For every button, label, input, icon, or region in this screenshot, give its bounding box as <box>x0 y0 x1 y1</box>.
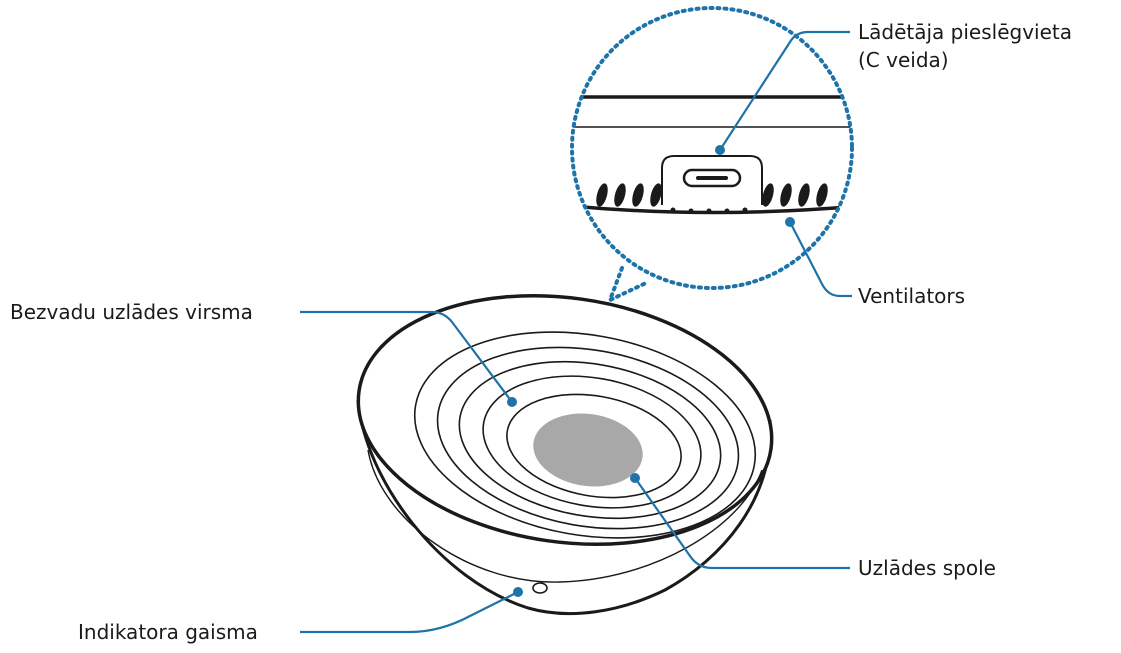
zoom-tail <box>606 266 650 304</box>
charging-ring-1 <box>413 331 757 539</box>
fan-vents-left <box>596 183 662 207</box>
callout-dots <box>507 145 795 597</box>
charging-coil <box>533 413 643 487</box>
callouts <box>300 30 852 634</box>
callout-line-charging-coil <box>634 477 850 570</box>
callout-line-charger-port <box>719 30 850 151</box>
label-charging-coil: Uzlādes spole <box>858 554 996 582</box>
callout-line-fan <box>789 221 852 298</box>
label-charging-coil-text: Uzlādes spole <box>858 556 996 580</box>
charging-ring-2 <box>436 346 740 530</box>
label-charger-port: Lādētāja pieslēgvieta (C veida) <box>858 18 1072 74</box>
vent-dots <box>670 207 748 214</box>
zoom-background <box>572 8 852 288</box>
callout-dot-wireless-surface <box>507 397 517 407</box>
callout-dot-charger-port <box>715 145 725 155</box>
callout-line-indicator-light <box>300 591 519 634</box>
label-wireless-surface: Bezvadu uzlādes virsma <box>10 298 253 326</box>
callout-dot-charging-coil <box>630 473 640 483</box>
label-fan-text: Ventilators <box>858 284 966 308</box>
label-indicator-light-text: Indikatora gaisma <box>78 620 258 644</box>
callout-line-wireless-surface <box>300 310 513 403</box>
charging-ring-5 <box>506 393 682 499</box>
charging-ring-4 <box>482 375 702 509</box>
label-wireless-surface-text: Bezvadu uzlādes virsma <box>10 300 253 324</box>
label-fan: Ventilators <box>858 282 965 310</box>
label-indicator-light: Indikatora gaisma <box>78 618 258 646</box>
charging-ring-3 <box>458 360 722 520</box>
charger-pad <box>356 294 774 616</box>
callout-dot-fan <box>785 217 795 227</box>
zoom-border <box>570 6 854 290</box>
label-charger-port-line2: (C veida) <box>858 48 949 72</box>
label-charger-port-line1: Lādētāja pieslēgvieta <box>858 20 1072 44</box>
callout-dot-indicator-light <box>513 587 523 597</box>
charger-rim-line <box>367 449 763 583</box>
indicator-light <box>532 582 548 594</box>
zoom-detail <box>570 6 854 304</box>
fan-vents-right <box>762 183 828 207</box>
